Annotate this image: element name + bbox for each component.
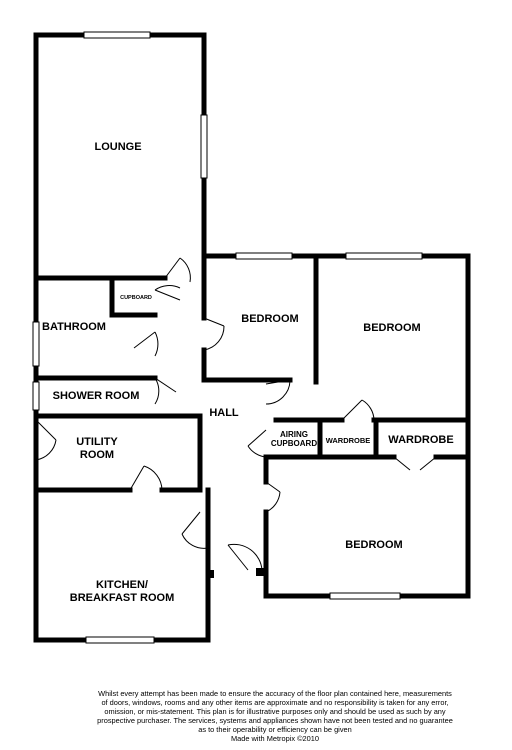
shower-window — [32, 381, 40, 411]
disclaimer-line: omission, or mis-statement. This plan is… — [104, 707, 446, 716]
bathroom-label: BATHROOM — [42, 321, 106, 333]
made-with-credit: Made with Metropix ©2010 — [230, 734, 320, 743]
wall-block — [256, 568, 266, 576]
wardrobe-small-label: WARDROBE — [326, 436, 371, 445]
utility-label-2: ROOM — [80, 449, 114, 461]
wall-block — [206, 570, 214, 578]
lounge-label: LOUNGE — [94, 141, 141, 153]
floor-plan: LOUNGE CUPBOARD BATHROOM SHOWER ROOM UTI… — [32, 31, 471, 644]
bedroom-bottom-label: BEDROOM — [345, 539, 402, 551]
wardrobe-large-label: WARDROBE — [388, 434, 453, 446]
kitchen-label-1: KITCHEN/ — [96, 579, 148, 591]
lounge-window — [83, 31, 151, 39]
hall-label: HALL — [209, 407, 239, 419]
lounge-side-window — [200, 114, 208, 179]
doors — [35, 257, 437, 571]
bathroom-window — [32, 321, 40, 367]
shower-room-label: SHOWER ROOM — [53, 390, 140, 402]
windows — [32, 31, 423, 644]
bedroom-right-window — [345, 252, 423, 260]
airing-cupboard-label-2: CUPBOARD — [271, 439, 317, 448]
kitchen-window — [85, 636, 155, 644]
disclaimer-line: prospective purchaser. The services, sys… — [97, 716, 453, 725]
kitchen-label-2: BREAKFAST ROOM — [70, 592, 175, 604]
utility-label-1: UTILITY — [76, 436, 118, 448]
cupboard-label: CUPBOARD — [120, 295, 152, 301]
bedroom-right-label: BEDROOM — [363, 322, 420, 334]
disclaimer-line: Whilst every attempt has been made to en… — [98, 689, 452, 698]
disclaimer-line: of doors, windows, rooms and any other i… — [101, 698, 449, 707]
bedroom-small-label: BEDROOM — [241, 313, 298, 325]
disclaimer-line: as to their operability or efficiency ca… — [198, 725, 352, 734]
disclaimer: Whilst every attempt has been made to en… — [60, 689, 490, 743]
walls — [33, 32, 471, 643]
airing-cupboard-label-1: AIRING — [280, 430, 308, 439]
bedroom-small-window — [235, 252, 293, 260]
bedroom-bottom-window — [329, 592, 401, 600]
